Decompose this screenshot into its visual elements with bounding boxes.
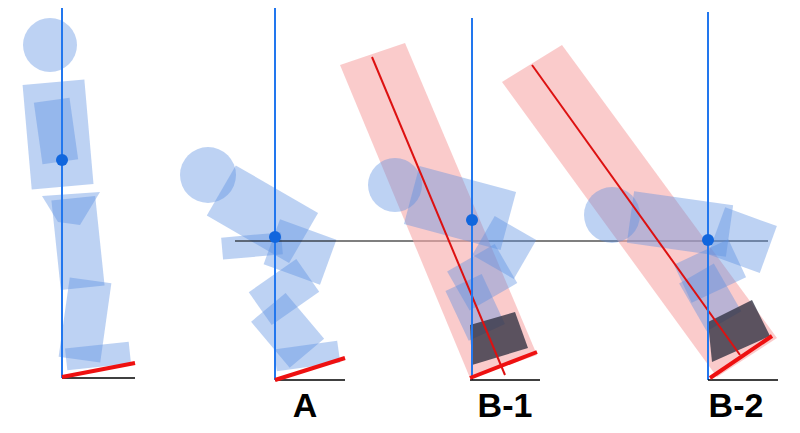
shin-band bbox=[340, 43, 537, 378]
figure-label: A bbox=[293, 388, 318, 422]
figure-label: B-1 bbox=[478, 388, 533, 422]
shin-band bbox=[502, 45, 777, 377]
standing-figure bbox=[23, 18, 131, 370]
squat-figure-a bbox=[180, 147, 340, 371]
figure-label: B-2 bbox=[709, 388, 764, 422]
